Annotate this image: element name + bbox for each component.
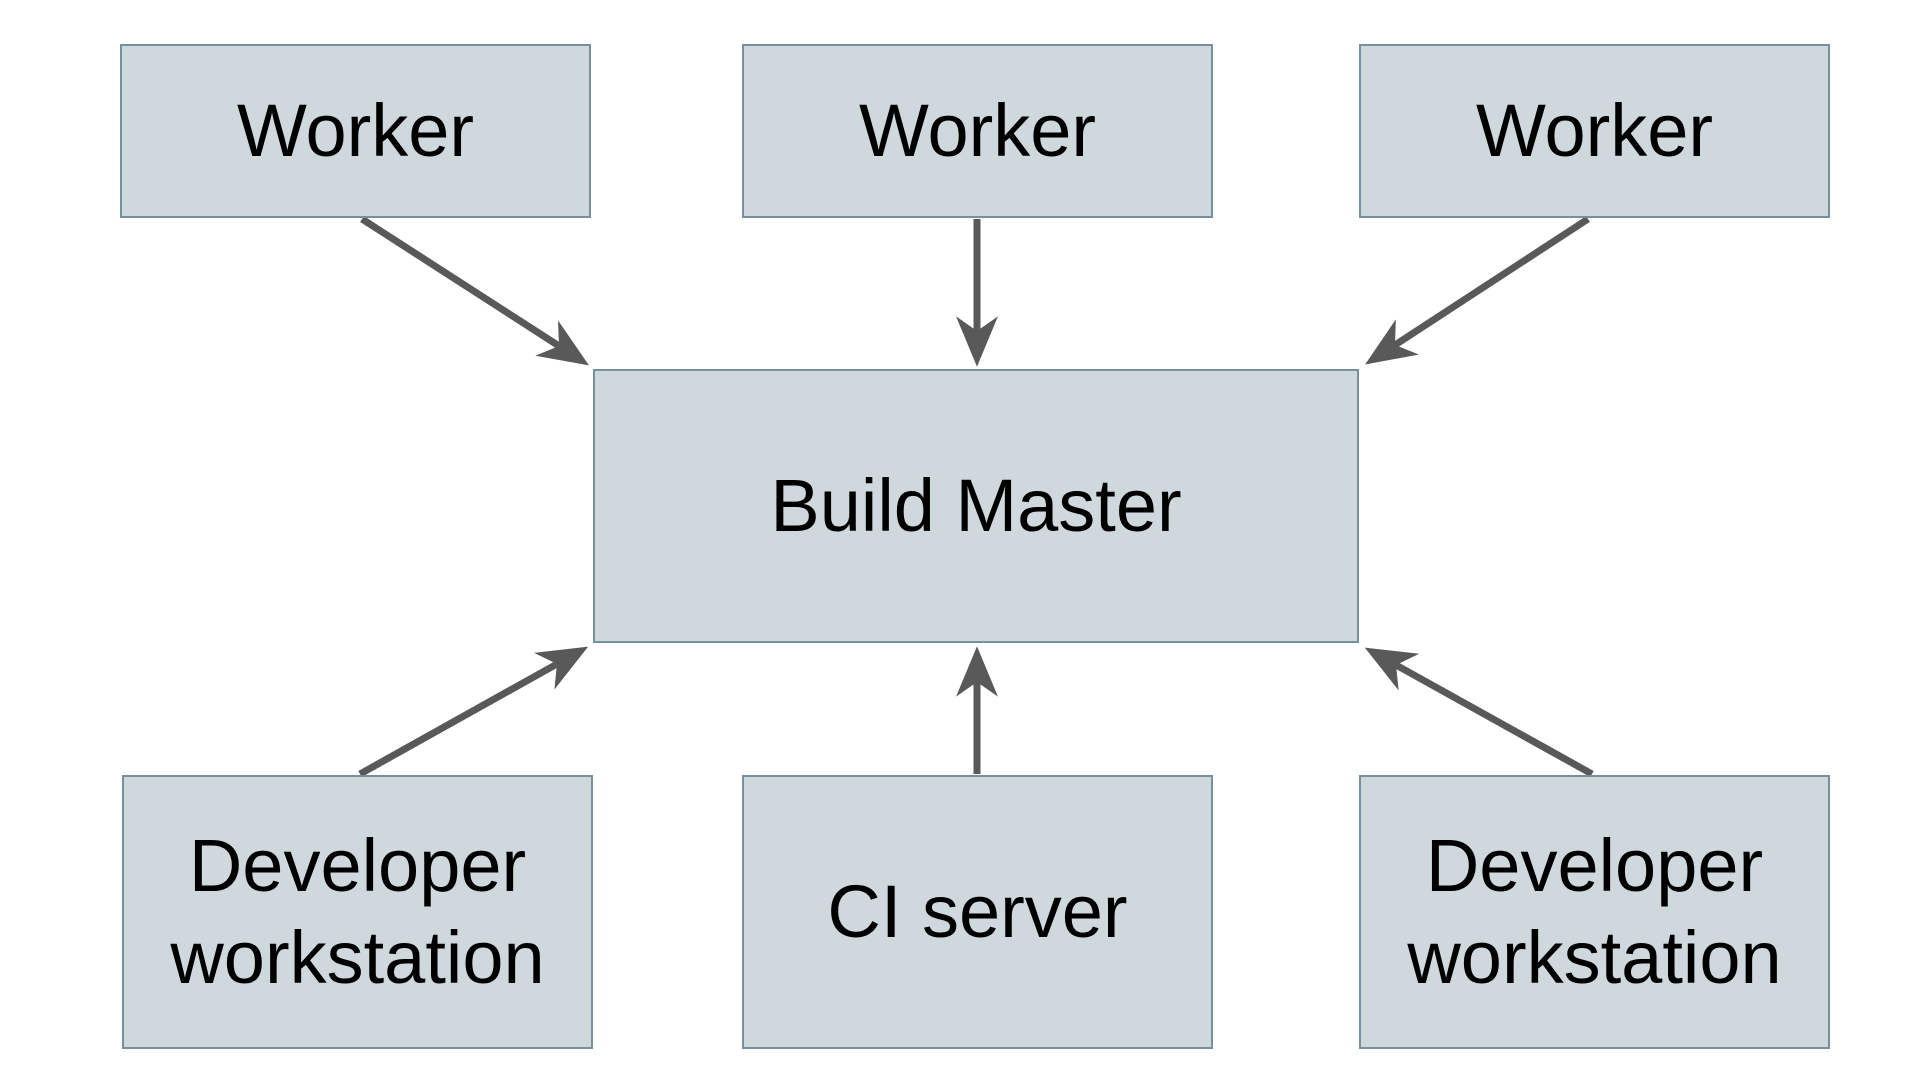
node-worker-1: Worker [120, 44, 591, 218]
node-ci-server: CI server [742, 775, 1213, 1049]
node-worker-2: Worker [742, 44, 1213, 218]
node-developer-workstation-1: Developer workstation [122, 775, 593, 1049]
arrow-worker3-to-buildmaster [1365, 216, 1590, 365]
node-developer-workstation-2-label: Developer workstation [1407, 823, 1782, 1000]
node-build-master-label: Build Master [770, 463, 1182, 547]
arrow-devworkstation1-to-buildmaster [358, 646, 589, 778]
node-worker-3: Worker [1359, 44, 1830, 218]
node-worker-3-label: Worker [1475, 88, 1714, 172]
node-developer-workstation-2: Developer workstation [1359, 775, 1830, 1049]
arrow-worker1-to-buildmaster [360, 216, 590, 366]
node-worker-2-label: Worker [858, 88, 1097, 172]
node-developer-workstation-1-label: Developer workstation [170, 823, 545, 1000]
arrow-devworkstation2-to-buildmaster [1364, 647, 1594, 778]
node-ci-server-label: CI server [827, 869, 1128, 953]
node-build-master: Build Master [593, 369, 1359, 643]
node-worker-1-label: Worker [236, 88, 475, 172]
